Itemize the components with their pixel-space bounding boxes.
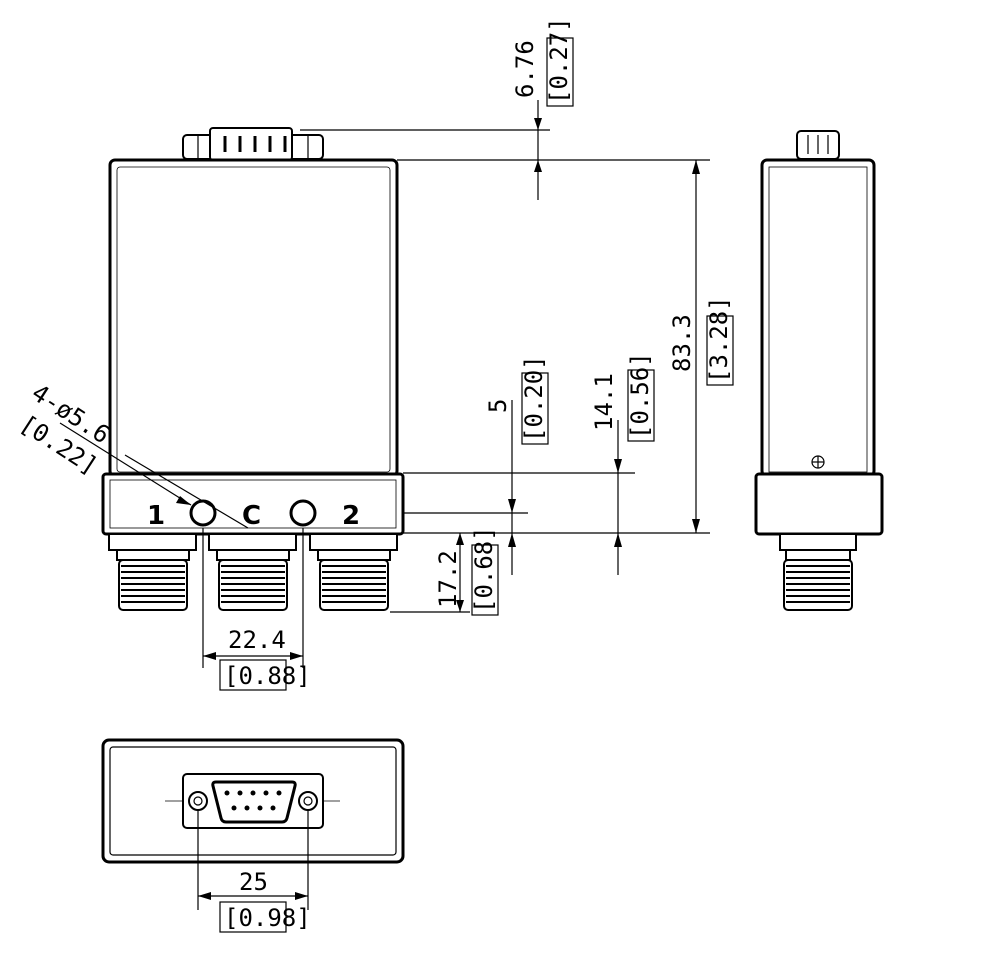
front-view: 1 C 2 — [101, 127, 405, 611]
rf-connector-2 — [309, 533, 398, 611]
side-view — [754, 130, 884, 611]
dim-connector-mm: 17.2 — [434, 550, 462, 608]
dim-offset-inch: [0.20] — [520, 355, 548, 442]
port-label-1: 1 — [147, 501, 165, 531]
dsub-shell — [211, 780, 297, 824]
dim-top-mm: 6.76 — [511, 40, 539, 98]
rf-connector-1 — [108, 533, 197, 611]
dim-spacing-mm: 22.4 — [228, 626, 286, 654]
dimension-lines — [59, 100, 710, 668]
top-view: 25 [0.98] — [101, 738, 405, 933]
dim-height-inch: [3.28] — [705, 296, 733, 383]
dim-spacing-inch: [0.88] — [224, 662, 311, 690]
mounting-hole-right — [289, 499, 317, 527]
dim-base-mm: 14.1 — [590, 373, 618, 431]
rf-connector-c — [208, 533, 297, 611]
dim-top-inch: [0.27] — [545, 17, 573, 104]
dim-dsub-mm: 25 — [239, 868, 268, 896]
dim-offset-mm: 5 — [484, 399, 512, 413]
inch-brackets — [471, 37, 734, 616]
dim-dsub-inch: [0.98] — [224, 904, 311, 932]
top-dsub-connector — [182, 127, 324, 161]
port-label-c: C — [242, 501, 261, 531]
dim-base-inch: [0.56] — [626, 352, 654, 439]
main-body — [108, 158, 399, 478]
dim-height-mm: 83.3 — [668, 314, 696, 372]
port-label-2: 2 — [342, 501, 360, 531]
dim-connector-inch: [0.68] — [470, 526, 498, 613]
